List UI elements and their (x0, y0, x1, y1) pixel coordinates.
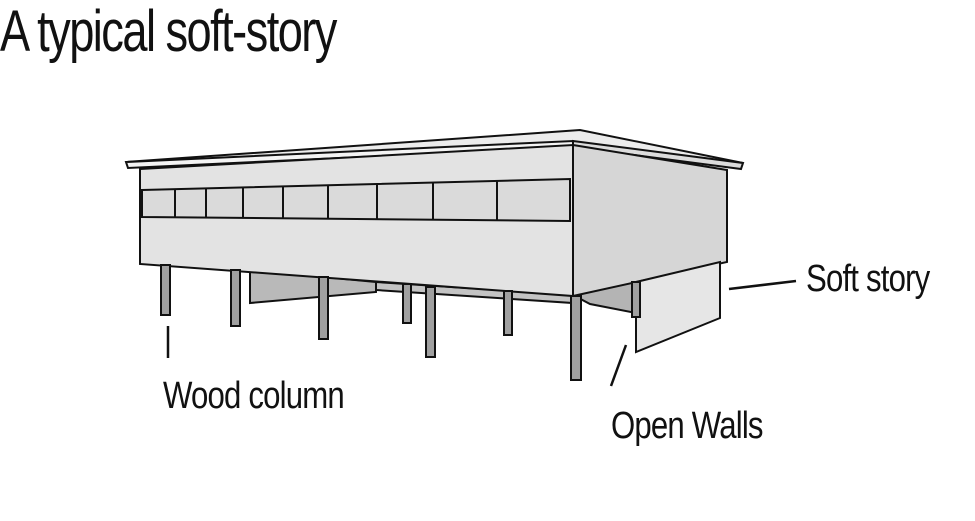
wood-column (160, 264, 171, 316)
label-wood-column: Wood column (163, 375, 345, 417)
wood-column (425, 286, 436, 358)
label-soft-story: Soft story (806, 258, 930, 300)
soft-story-end-wall (635, 260, 721, 354)
wood-column (570, 295, 582, 381)
leader-line-open-walls (609, 344, 628, 387)
diagram-title: A typical soft-story (0, 0, 337, 64)
label-open-walls: Open Walls (611, 405, 764, 447)
wood-column (631, 281, 641, 318)
wood-column (402, 283, 412, 324)
wood-column (230, 269, 241, 327)
wood-column (503, 290, 513, 336)
wood-column (318, 276, 329, 340)
side-facade (572, 143, 728, 298)
window-band (141, 177, 571, 223)
leader-line-soft-story (728, 279, 797, 291)
